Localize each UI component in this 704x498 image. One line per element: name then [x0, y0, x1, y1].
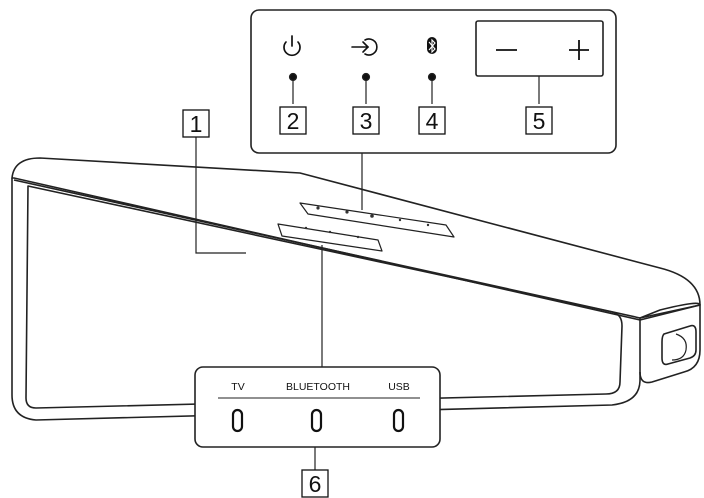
- strip-mark-btled: [328, 230, 332, 234]
- strip-mark-minus: [398, 218, 402, 222]
- soundbar-front-shell: [11, 178, 701, 421]
- led-bluetooth: [310, 408, 323, 433]
- label-usb: USB: [388, 381, 410, 393]
- leader-callout-1: [195, 137, 246, 254]
- led-usb: [392, 408, 405, 433]
- volume-plus-button[interactable]: [569, 40, 589, 60]
- top-button-strip: [299, 202, 455, 238]
- callout-box-3: [352, 106, 380, 135]
- callout-4: 4: [426, 108, 439, 134]
- soundbar-end-cap: [639, 304, 701, 384]
- strip-mark-power: [316, 206, 320, 210]
- callout-1: 1: [190, 111, 203, 137]
- callout-3: 3: [360, 108, 373, 134]
- callout-box-4: [418, 106, 446, 135]
- power-icon[interactable]: [283, 35, 301, 57]
- top-indicator-strip: [277, 223, 383, 252]
- indicator-detail-panel: TV BLUETOOTH USB: [194, 366, 441, 448]
- indicator-dots: [288, 72, 540, 104]
- callout-6: 6: [309, 471, 322, 497]
- label-tv: TV: [231, 381, 244, 393]
- dot-power: [288, 72, 298, 82]
- callout-box-1: [182, 109, 210, 138]
- label-bluetooth: BLUETOOTH: [286, 381, 350, 393]
- leader-lines: [195, 137, 363, 470]
- callout-box-2: [279, 106, 307, 135]
- volume-button-box: [475, 20, 604, 77]
- top-strip-marks: [304, 206, 430, 239]
- dot-input: [361, 72, 371, 82]
- bluetooth-icon[interactable]: [427, 37, 437, 54]
- end-port-inner: [671, 333, 687, 361]
- callout-2: 2: [287, 108, 300, 134]
- top-detail-panel: 2 3 4 5: [250, 9, 617, 154]
- callout-5: 5: [533, 108, 546, 134]
- dot-bt: [427, 72, 437, 82]
- strip-mark-tv: [304, 226, 308, 230]
- end-port: [661, 324, 697, 366]
- callout-box-6: [301, 469, 329, 498]
- strip-mark-usb: [356, 235, 360, 239]
- strip-mark-plus: [426, 223, 430, 227]
- soundbar-top-surface: [11, 157, 701, 321]
- strip-mark-input: [345, 210, 349, 214]
- input-icon[interactable]: [351, 38, 378, 56]
- led-tv: [231, 408, 244, 433]
- strip-mark-bt: [370, 214, 374, 218]
- indicator-panel-frame: [194, 366, 441, 448]
- front-grille: [25, 185, 623, 409]
- soundbar-body: [11, 157, 701, 421]
- callout-box-5: [525, 106, 553, 135]
